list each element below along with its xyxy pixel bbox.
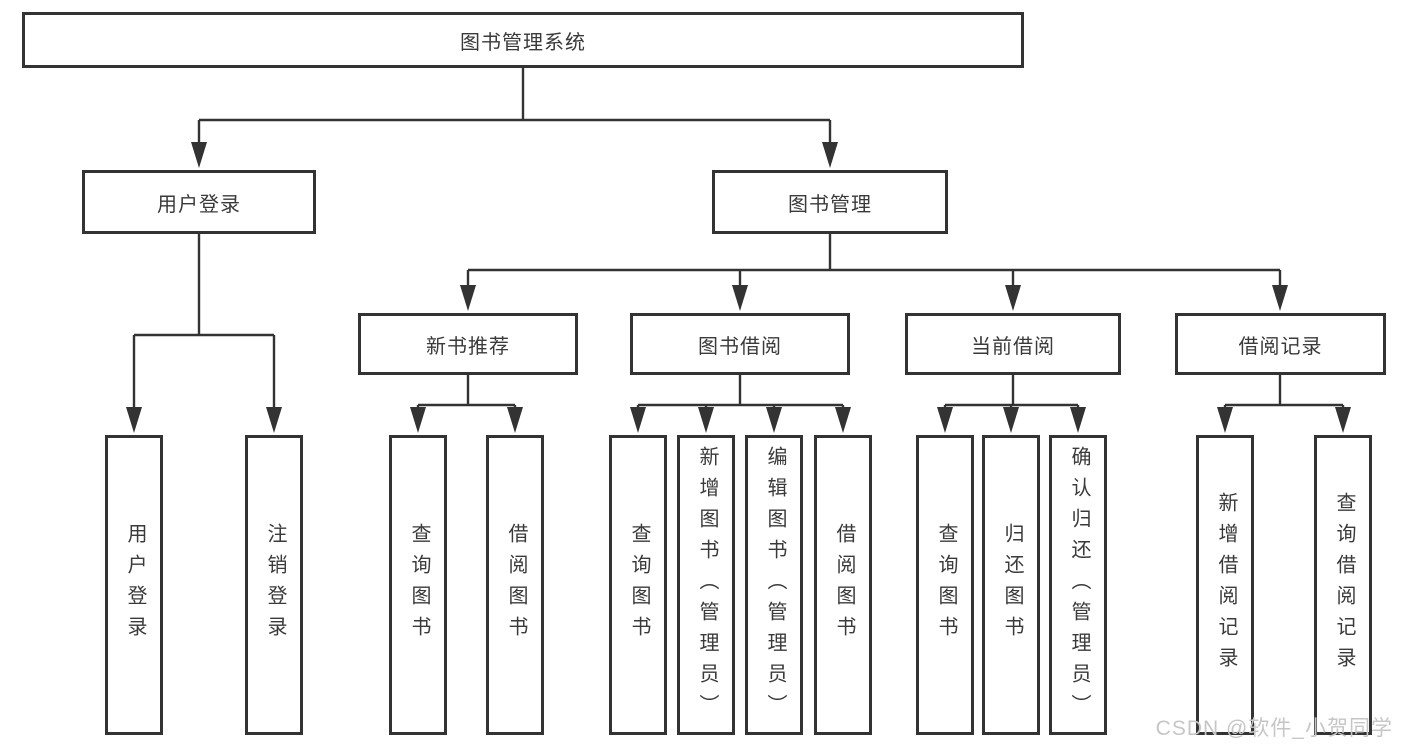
node-current-borrowing: 当前借阅 [905,313,1121,375]
leaf-borrow-books-1: 借阅图书 [486,435,544,735]
leaf-query-books-1: 查询图书 [389,435,447,735]
node-new-book-recommendation: 新书推荐 [358,313,578,375]
leaf-query-books-2: 查询图书 [609,435,667,735]
node-borrowing-records: 借阅记录 [1175,313,1386,375]
leaf-logout: 注销登录 [245,435,303,735]
leaf-return-books: 归还图书 [982,435,1040,735]
csdn-watermark: CSDN @软件_小贺同学 [1155,717,1393,740]
leaf-borrow-books-2: 借阅图书 [814,435,872,735]
leaf-edit-books-admin: 编辑图书（管理员） [745,435,803,735]
leaf-confirm-return-admin: 确认归还（管理员） [1049,435,1107,735]
node-book-management: 图书管理 [712,170,948,234]
node-root-library-management-system: 图书管理系统 [22,12,1024,68]
leaf-user-login: 用户登录 [105,435,163,735]
node-user-login: 用户登录 [82,170,316,234]
leaf-add-books-admin: 新增图书（管理员） [677,435,735,735]
leaf-query-borrow-record: 查询借阅记录 [1314,435,1372,735]
leaf-query-books-3: 查询图书 [916,435,974,735]
leaf-add-borrow-record: 新增借阅记录 [1196,435,1254,735]
node-book-borrowing: 图书借阅 [630,313,850,375]
